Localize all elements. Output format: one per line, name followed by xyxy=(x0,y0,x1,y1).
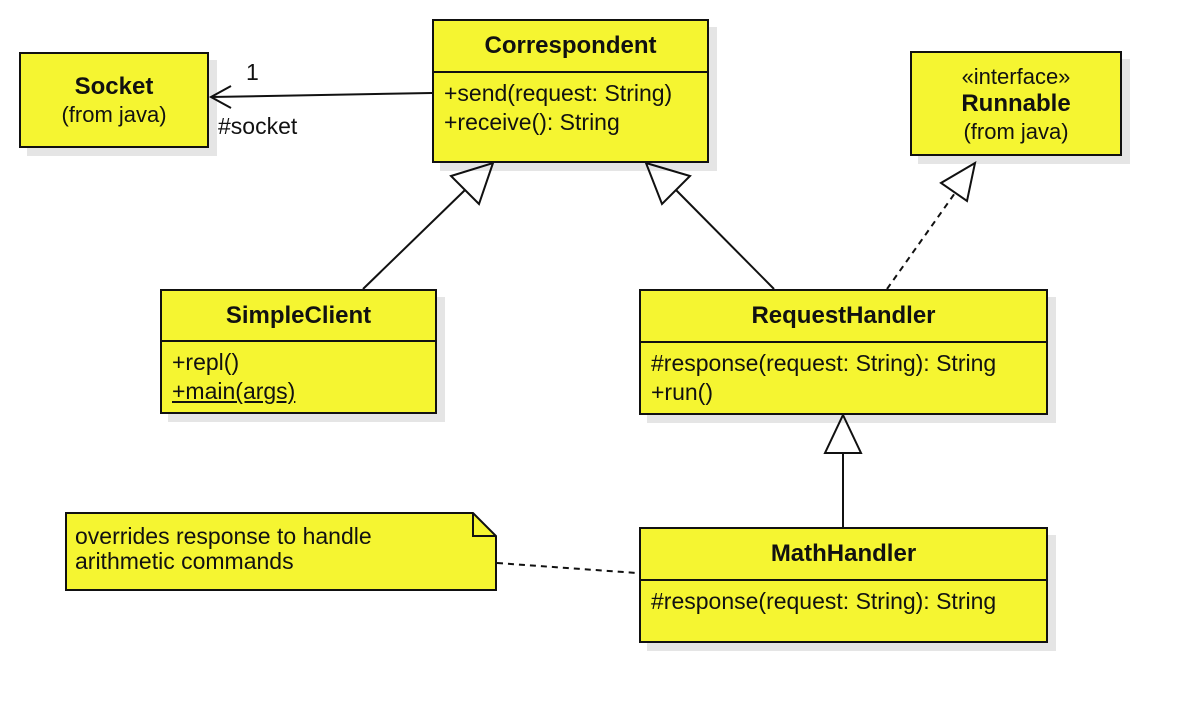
generalization-line-requesthandler xyxy=(675,189,775,290)
note-text: overrides response to handle arithmetic … xyxy=(75,523,372,574)
association-arrowhead xyxy=(208,85,232,109)
class-socket-name: Socket xyxy=(74,72,154,100)
association-multiplicity: 1 xyxy=(246,59,259,85)
class-socket[interactable]: Socket (from java) xyxy=(19,52,209,148)
operation-run: +run() xyxy=(651,379,713,405)
class-requesthandler[interactable]: RequestHandler #response(request: String… xyxy=(639,289,1048,415)
class-correspondent-header: Correspondent xyxy=(434,21,707,73)
class-mathhandler[interactable]: MathHandler #response(request: String): … xyxy=(639,527,1048,643)
class-simpleclient-operations: +repl() +main(args) xyxy=(162,342,435,406)
class-requesthandler-header: RequestHandler xyxy=(641,291,1046,343)
class-runnable[interactable]: «interface» Runnable (from java) xyxy=(910,51,1122,156)
operation-response: #response(request: String): String xyxy=(651,588,997,614)
realization-arrowhead-runnable xyxy=(939,160,977,203)
class-correspondent-operations: +send(request: String) +receive(): Strin… xyxy=(434,73,707,137)
note[interactable]: overrides response to handle arithmetic … xyxy=(65,512,497,591)
association-line-socket xyxy=(210,92,433,98)
class-requesthandler-operations: #response(request: String): String +run(… xyxy=(641,343,1046,407)
class-requesthandler-name: RequestHandler xyxy=(751,302,936,329)
class-mathhandler-header: MathHandler xyxy=(641,529,1046,581)
class-mathhandler-name: MathHandler xyxy=(770,540,917,567)
class-runnable-name: Runnable xyxy=(961,89,1071,117)
note-shape xyxy=(65,512,497,591)
class-runnable-origin: (from java) xyxy=(963,118,1069,144)
operation-send: +send(request: String) xyxy=(444,80,673,106)
class-mathhandler-operations: #response(request: String): String xyxy=(641,581,1046,616)
operation-repl: +repl() xyxy=(172,349,240,375)
generalization-arrowhead-mathhandler xyxy=(823,412,863,454)
class-simpleclient-name: SimpleClient xyxy=(225,301,372,329)
class-socket-origin: (from java) xyxy=(61,101,167,127)
operation-receive: +receive(): String xyxy=(444,109,620,135)
realization-line-runnable xyxy=(886,192,956,290)
class-runnable-stereotype: «interface» xyxy=(961,63,1071,89)
note-anchor-line xyxy=(496,562,638,574)
generalization-arrowhead-requesthandler xyxy=(644,161,692,206)
class-correspondent-name: Correspondent xyxy=(484,32,657,59)
class-correspondent[interactable]: Correspondent +send(request: String) +re… xyxy=(432,19,709,163)
class-simpleclient[interactable]: SimpleClient +repl() +main(args) xyxy=(160,289,437,414)
generalization-arrowhead-simpleclient xyxy=(449,161,495,206)
generalization-line-simpleclient xyxy=(362,189,466,290)
association-role: #socket xyxy=(218,113,298,139)
class-runnable-header: «interface» Runnable (from java) xyxy=(912,53,1120,154)
class-simpleclient-header: SimpleClient xyxy=(162,291,435,342)
operation-main: +main(args) xyxy=(172,378,296,404)
operation-response: #response(request: String): String xyxy=(651,350,997,376)
class-socket-header: Socket (from java) xyxy=(21,54,207,146)
